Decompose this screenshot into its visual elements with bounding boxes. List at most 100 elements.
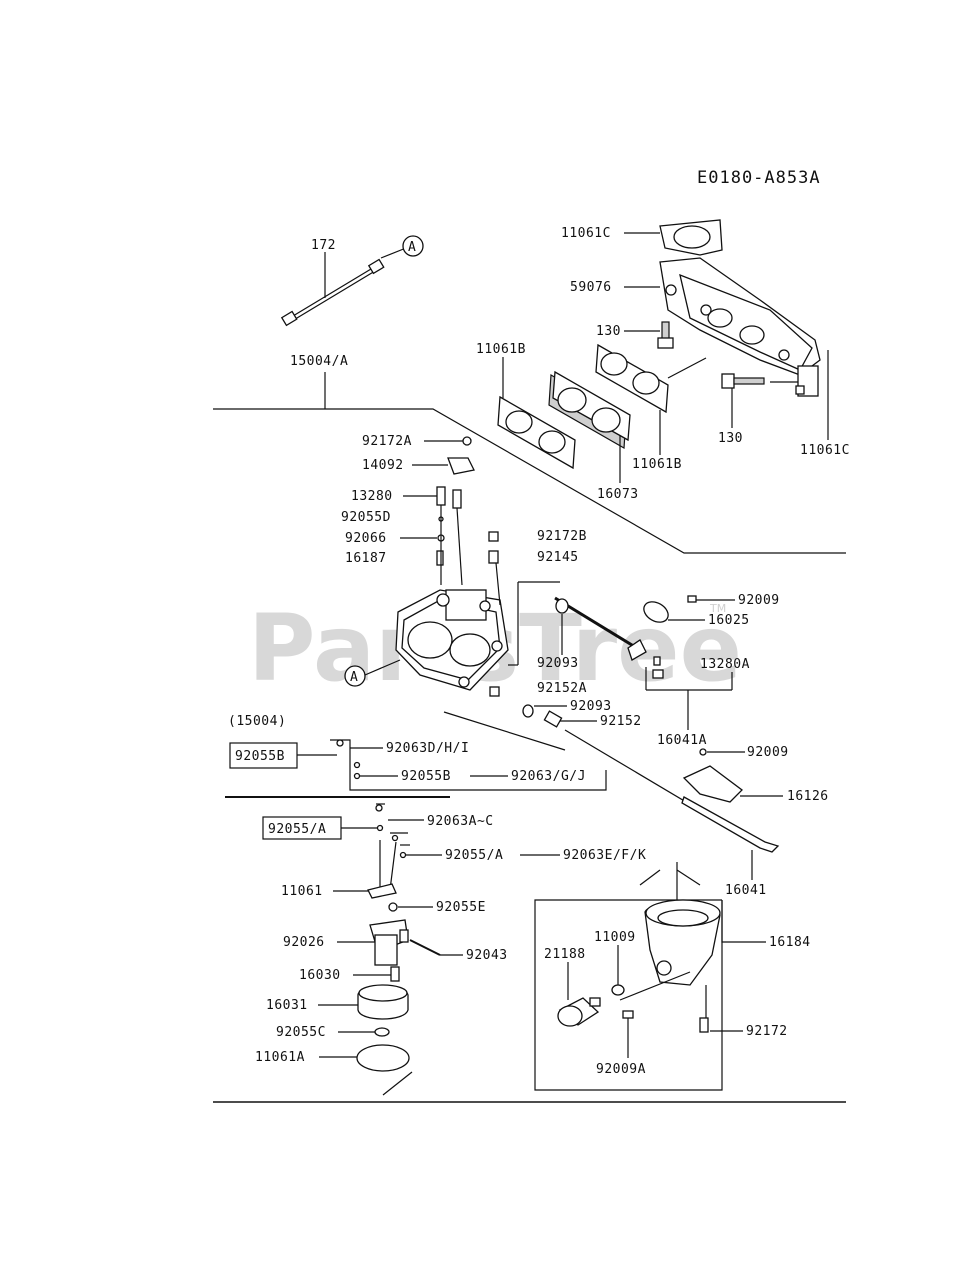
leader-manifold-gasket <box>667 357 707 379</box>
label-92172: 92172 <box>746 1024 788 1039</box>
label-172: 172 <box>311 238 336 253</box>
part-92055b-small <box>336 739 344 747</box>
screw-92009-b <box>699 748 707 756</box>
part-92152 <box>543 710 563 728</box>
label-92055e: 92055E <box>436 900 486 915</box>
bolt-92172 <box>699 1017 709 1033</box>
leader-ref-a-top <box>380 247 407 259</box>
bowl-kit-box <box>534 899 723 1091</box>
label-92055a-2: 92055/A <box>445 848 503 863</box>
seal-92093-a <box>555 598 569 614</box>
label-92152: 92152 <box>600 714 642 729</box>
label-92152a: 92152A <box>537 681 587 696</box>
label-21188: 21188 <box>544 947 586 962</box>
axis-left-jets-2 <box>389 841 397 891</box>
label-92063efk: 92063E/F/K <box>563 848 646 863</box>
diagram-code: E0180-A853A <box>697 168 821 188</box>
label-92009-a: 92009 <box>738 593 780 608</box>
part-14092 <box>447 457 475 475</box>
ref-marker-a-top-text: A <box>408 240 416 255</box>
label-130-a: 130 <box>596 324 621 339</box>
label-92026: 92026 <box>283 935 325 950</box>
label-11061c-top: 11061C <box>561 226 611 241</box>
label-16041: 16041 <box>725 883 767 898</box>
screw-92009a <box>622 1010 634 1019</box>
part-92055b-dot <box>353 761 361 769</box>
label-92172a: 92172A <box>362 434 412 449</box>
center-line-bowl <box>382 1071 413 1096</box>
oring-92055e <box>388 902 398 912</box>
gasket-11061 <box>367 883 397 899</box>
screw-92009-a <box>687 595 697 603</box>
screw-13280a <box>652 656 664 679</box>
part-92172b <box>488 531 499 542</box>
label-16187: 16187 <box>345 551 387 566</box>
label-59076: 59076 <box>570 280 612 295</box>
label-11061c-right: 11061C <box>800 443 850 458</box>
label-16073: 16073 <box>597 487 639 502</box>
label-15004a: 15004/A <box>290 354 348 369</box>
axis-screws-b <box>456 507 463 586</box>
solenoid-21188 <box>557 997 601 1027</box>
label-14092: 14092 <box>362 458 404 473</box>
manifold-59076 <box>659 257 821 376</box>
jet-16030 <box>390 966 400 982</box>
part-92055a-1 <box>376 824 384 832</box>
part-92055a-2b <box>399 851 407 859</box>
label-92145: 92145 <box>537 550 579 565</box>
label-13280a: 13280A <box>700 657 750 672</box>
bolt-130-b <box>721 373 765 389</box>
throttle-plate-16025 <box>643 601 669 623</box>
leader-ref-a-body <box>364 659 401 676</box>
gasket-11061b-left <box>497 395 576 470</box>
part-16187 <box>436 550 444 566</box>
throttle-shaft <box>554 596 641 652</box>
part-92172a <box>462 436 472 446</box>
label-92055c: 92055C <box>276 1025 326 1040</box>
screw-92043 <box>409 939 441 956</box>
bolt-130-a <box>657 321 674 349</box>
carburetor-body-15004 <box>395 589 509 691</box>
label-92063ac: 92063A~C <box>427 814 494 829</box>
gasket-11061c-top <box>659 219 723 256</box>
float-16031 <box>357 984 409 1020</box>
seal-92093-b <box>522 704 534 718</box>
screw-13280 <box>436 486 462 509</box>
throttle-lever <box>627 639 647 661</box>
float-bowl-16184 <box>644 899 721 986</box>
label-16041a: 16041A <box>657 733 707 748</box>
bowl-axis <box>619 971 691 1001</box>
oring-11009 <box>611 984 625 996</box>
part-92145 <box>488 550 499 564</box>
label-92009a2: 92009A <box>596 1062 646 1077</box>
label-11061b-right: 11061B <box>632 457 682 472</box>
pointer-bowl-a <box>639 869 661 886</box>
label-92055d: 92055D <box>341 510 391 525</box>
label-92093-b: 92093 <box>570 699 612 714</box>
label-16126: 16126 <box>787 789 829 804</box>
label-13280: 13280 <box>351 489 393 504</box>
ref-marker-a-top <box>402 235 424 257</box>
center-line-choke <box>443 711 566 751</box>
label-16030: 16030 <box>299 968 341 983</box>
label-92063dhi: 92063D/H/I <box>386 741 469 756</box>
label-92093-a: 92093 <box>537 656 579 671</box>
frame-line-15004a <box>213 408 846 554</box>
label-11061a: 11061A <box>255 1050 305 1065</box>
spacer-16073 <box>548 370 631 449</box>
kit-bracket <box>330 739 607 791</box>
ref-marker-a-body-text: A <box>350 670 358 685</box>
label-92055b-2: 92055B <box>401 769 451 784</box>
gasket-11061a <box>356 1044 410 1072</box>
label-92063gj: 92063/G/J <box>511 769 586 784</box>
label-15004: (15004) <box>228 714 286 729</box>
fuel-solenoid-92026 <box>369 919 409 966</box>
label-11061: 11061 <box>281 884 323 899</box>
gasket-11061b-right <box>595 343 669 414</box>
label-92055b-1: 92055B <box>235 749 285 764</box>
stud-172 <box>280 258 385 327</box>
watermark-tm: TM <box>709 602 726 615</box>
label-11009: 11009 <box>594 930 636 945</box>
